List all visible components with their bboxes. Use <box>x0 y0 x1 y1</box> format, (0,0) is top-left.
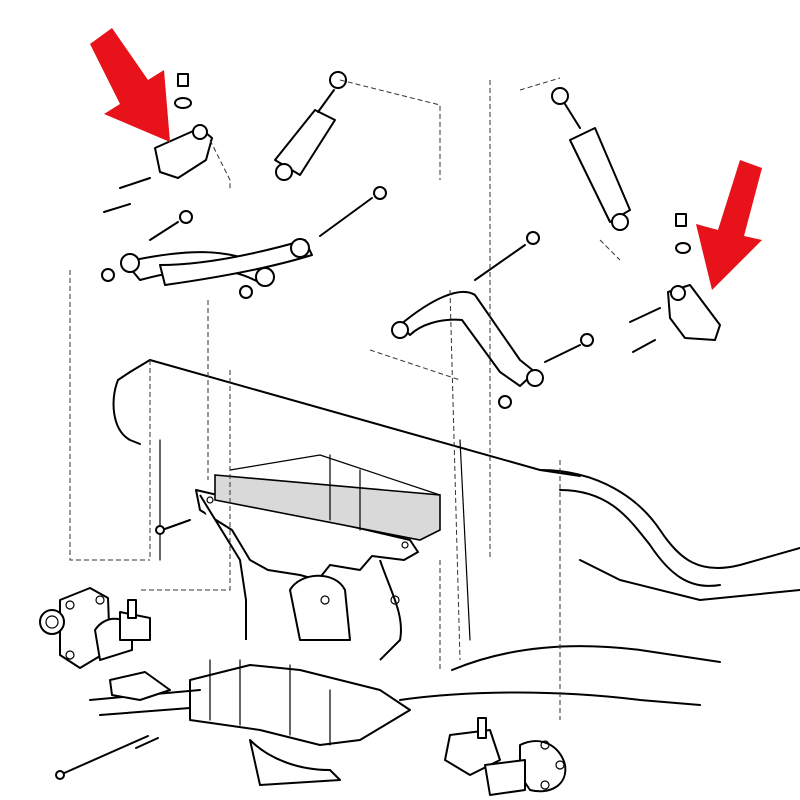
left-upper-arm-assembly <box>101 71 387 299</box>
chassis-frame <box>112 359 800 706</box>
lower-crossmember <box>89 659 411 786</box>
center-mount-plate <box>195 454 441 661</box>
red-arrow-icon <box>696 160 762 290</box>
red-arrow-icon <box>90 28 170 142</box>
right-hub-assembly <box>444 717 567 796</box>
right-upper-arm-assembly <box>391 87 721 409</box>
leader-lines <box>69 77 621 720</box>
loose-bolts <box>55 519 191 780</box>
left-hub-assembly <box>39 587 171 701</box>
